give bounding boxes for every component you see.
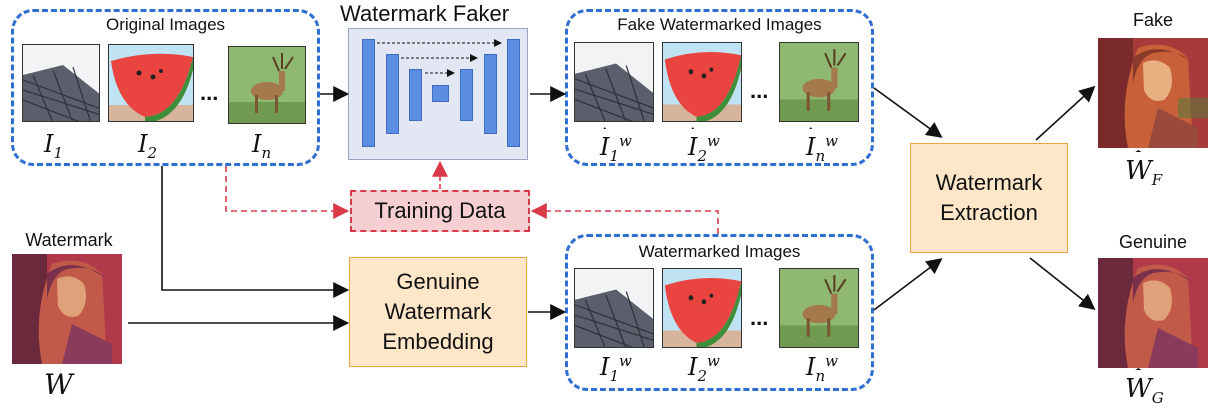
arrow-original-to-embedding — [161, 166, 350, 298]
label-i1: I1 — [44, 130, 64, 162]
watermark-faker-title: Watermark Faker — [340, 1, 510, 26]
fake-watermark-image — [1098, 38, 1208, 148]
fake-watermarked-group — [565, 9, 874, 166]
label-wm-in: Inw — [806, 352, 838, 385]
original-images-title: Original Images — [105, 15, 226, 34]
encoder-layer-2 — [386, 54, 399, 134]
bottleneck-layer — [432, 85, 449, 102]
eiffel-tower-image — [22, 44, 100, 122]
label-wm-i2: I2w — [688, 352, 720, 385]
watermark-faker-network — [348, 28, 528, 160]
label-i2: I2 — [138, 130, 158, 162]
fake-watermarked-title: Fake Watermarked Images — [617, 15, 822, 34]
fake-deer-image — [779, 42, 859, 122]
decoder-layer-3 — [460, 69, 473, 121]
wm-watermelon-image — [662, 268, 742, 348]
label-fake-i1: I1w — [600, 132, 632, 165]
label-wm-i1: I1w — [600, 352, 632, 385]
arrow-watermarked-to-extraction — [873, 258, 943, 311]
arrow-extraction-to-fake — [1035, 85, 1096, 141]
watermarked-group — [565, 234, 874, 391]
arrow-watermarked-to-training — [530, 203, 719, 234]
ellipsis: ... — [200, 80, 219, 105]
decoder-layer-2 — [484, 54, 497, 134]
wm-deer-image — [779, 268, 859, 348]
original-images-group — [11, 9, 320, 166]
label-fake-in: Inw — [806, 132, 838, 165]
training-data-box: Training Data — [350, 190, 530, 232]
wm-eiffel-image — [574, 268, 654, 348]
arrow-extraction-to-genuine — [1029, 257, 1096, 310]
genuine-embedding-box: Genuine Watermark Embedding — [349, 257, 527, 367]
ellipsis: ... — [750, 78, 769, 103]
ellipsis: ... — [750, 305, 769, 330]
arrow-original-to-training — [225, 166, 350, 219]
watermark-title: Watermark — [25, 230, 113, 250]
deer-image — [228, 46, 306, 124]
skip-connections — [377, 39, 502, 77]
watermark-image — [12, 254, 122, 364]
encoder-layer-3 — [409, 69, 422, 121]
watermarked-title: Watermarked Images — [638, 242, 801, 261]
decoder-layer-1 — [507, 39, 520, 147]
genuine-output-symbol: WG — [1125, 374, 1164, 408]
genuine-output-title: Genuine — [1118, 232, 1188, 252]
genuine-watermark-image — [1098, 258, 1208, 368]
label-fake-i2: I2w — [688, 132, 720, 165]
watermark-symbol: W — [44, 368, 73, 401]
fake-watermelon-image — [662, 42, 742, 122]
fake-output-title: Fake — [1132, 10, 1174, 30]
watermelon-image — [108, 44, 194, 122]
encoder-layer-1 — [362, 39, 375, 147]
arrow-fake-to-extraction — [873, 87, 943, 138]
fake-eiffel-image — [574, 42, 654, 122]
fake-output-symbol: WF — [1125, 156, 1163, 190]
label-in: In — [252, 130, 272, 162]
watermark-extraction-box: Watermark Extraction — [910, 143, 1068, 253]
